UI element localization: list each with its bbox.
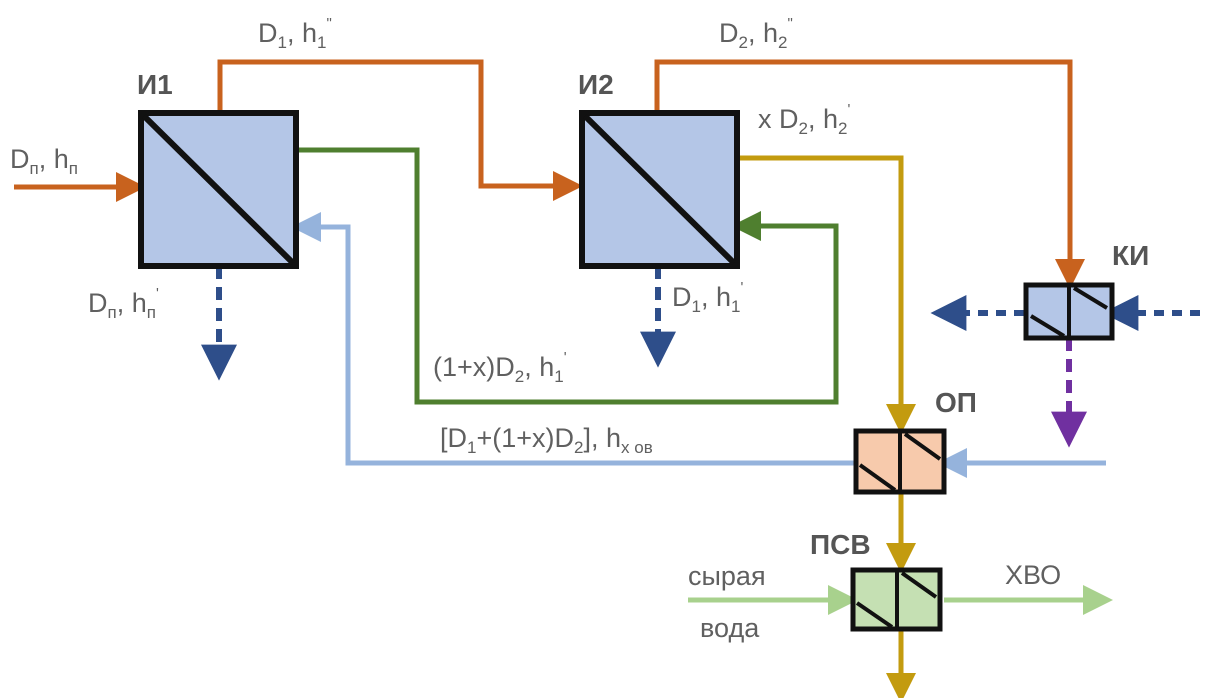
evaporator-i2 [579,110,740,269]
label-ki: КИ [1112,240,1149,271]
label-inlet-steam: Dп, hп [10,144,78,178]
green-condensate-line [296,147,839,405]
label-psv: ПСВ [810,529,871,560]
evaporator-i1 [138,110,299,269]
condenser-ki [1023,282,1115,341]
steam-i2-to-ki-line [654,59,1085,289]
label-drain-i1: Dп, hп' [88,285,159,322]
label-raw-water-2: вода [700,613,760,643]
label-steam-d2: D2, h2" [719,15,793,52]
label-i2: И2 [578,69,614,100]
label-raw-water-1: сырая [688,561,766,591]
label-steam-d1: D1, h1" [258,15,332,52]
gold-i2-to-op-line [740,155,916,434]
label-op: ОП [935,387,977,418]
label-xd2: x D2, h2' [758,101,851,138]
label-hvo: ХВО [1005,560,1061,590]
blue-return-line [291,212,856,466]
label-i1: И1 [137,69,173,100]
steam-i1-to-i2-line [217,59,583,201]
label-blue-flow: [D1+(1+x)D2], hх ов [440,423,653,457]
heater-op [853,428,947,495]
label-drain-i2: D1, h1' [672,279,743,316]
label-green-flow: (1+x)D2, h1' [433,349,567,386]
heater-psv [850,567,943,632]
